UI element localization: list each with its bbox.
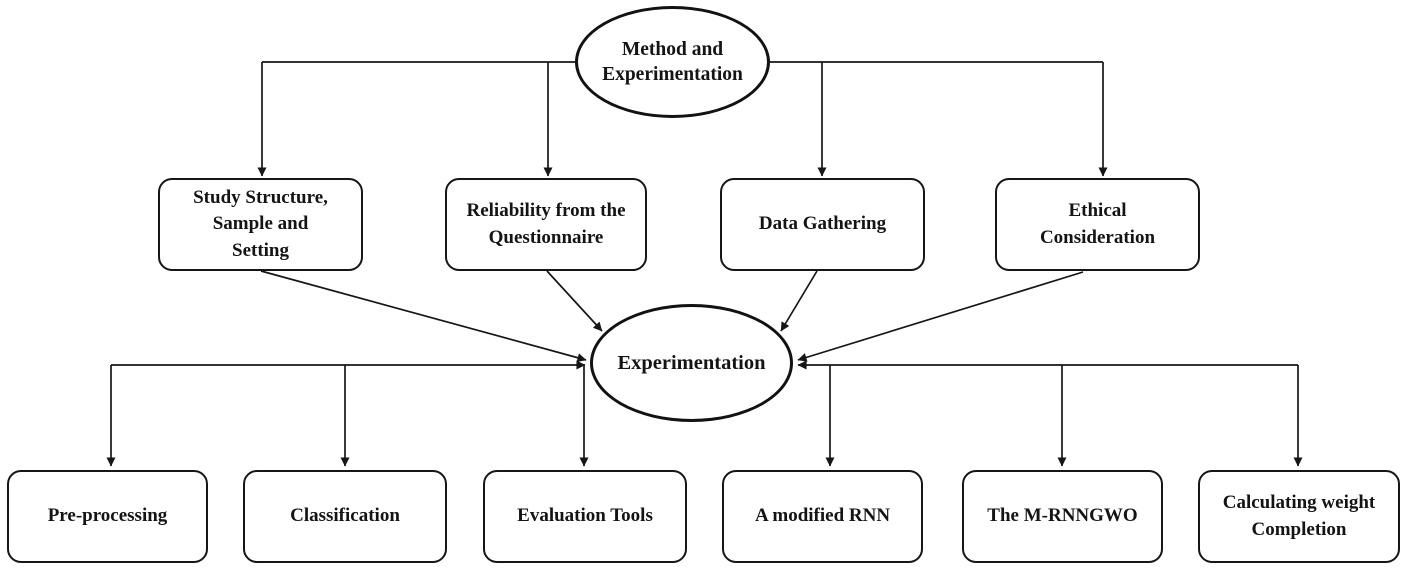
node-modified-rnn: A modified RNN (722, 470, 923, 563)
node-ethical-label: Ethical Consideration (1039, 200, 1156, 248)
node-reliability-label: Reliability from the Questionnaire (466, 200, 626, 248)
node-evaluation-tools: Evaluation Tools (483, 470, 687, 563)
node-reliability-questionnaire: Reliability from the Questionnaire (445, 178, 647, 271)
node-experimentation: Experimentation (590, 304, 793, 422)
node-pre-processing-label: Pre-processing (47, 505, 168, 527)
node-method-label: Method and Experimentation (602, 38, 743, 85)
node-evaluation-tools-label: Evaluation Tools (517, 505, 653, 527)
node-modified-rnn-label: A modified RNN (754, 505, 891, 527)
node-classification-label: Classification (290, 505, 400, 527)
node-ethical-consideration: Ethical Consideration (995, 178, 1200, 271)
node-m-rnngwo-label: The M-RNNGWO (987, 505, 1138, 527)
node-method-and-experimentation: Method and Experimentation (575, 6, 770, 118)
node-calculating-weight-completion: Calculating weight Completion (1198, 470, 1400, 563)
node-experimentation-label: Experimentation (617, 351, 766, 374)
node-study-structure-label: Study Structure, Sample and Setting (193, 187, 328, 261)
node-classification: Classification (243, 470, 447, 563)
node-study-structure: Study Structure, Sample and Setting (158, 178, 363, 271)
node-data-gathering-label: Data Gathering (758, 213, 887, 235)
node-m-rnngwo: The M-RNNGWO (962, 470, 1163, 563)
node-calculating-weight-label: Calculating weight Completion (1222, 492, 1376, 540)
node-data-gathering: Data Gathering (720, 178, 925, 271)
node-pre-processing: Pre-processing (7, 470, 208, 563)
